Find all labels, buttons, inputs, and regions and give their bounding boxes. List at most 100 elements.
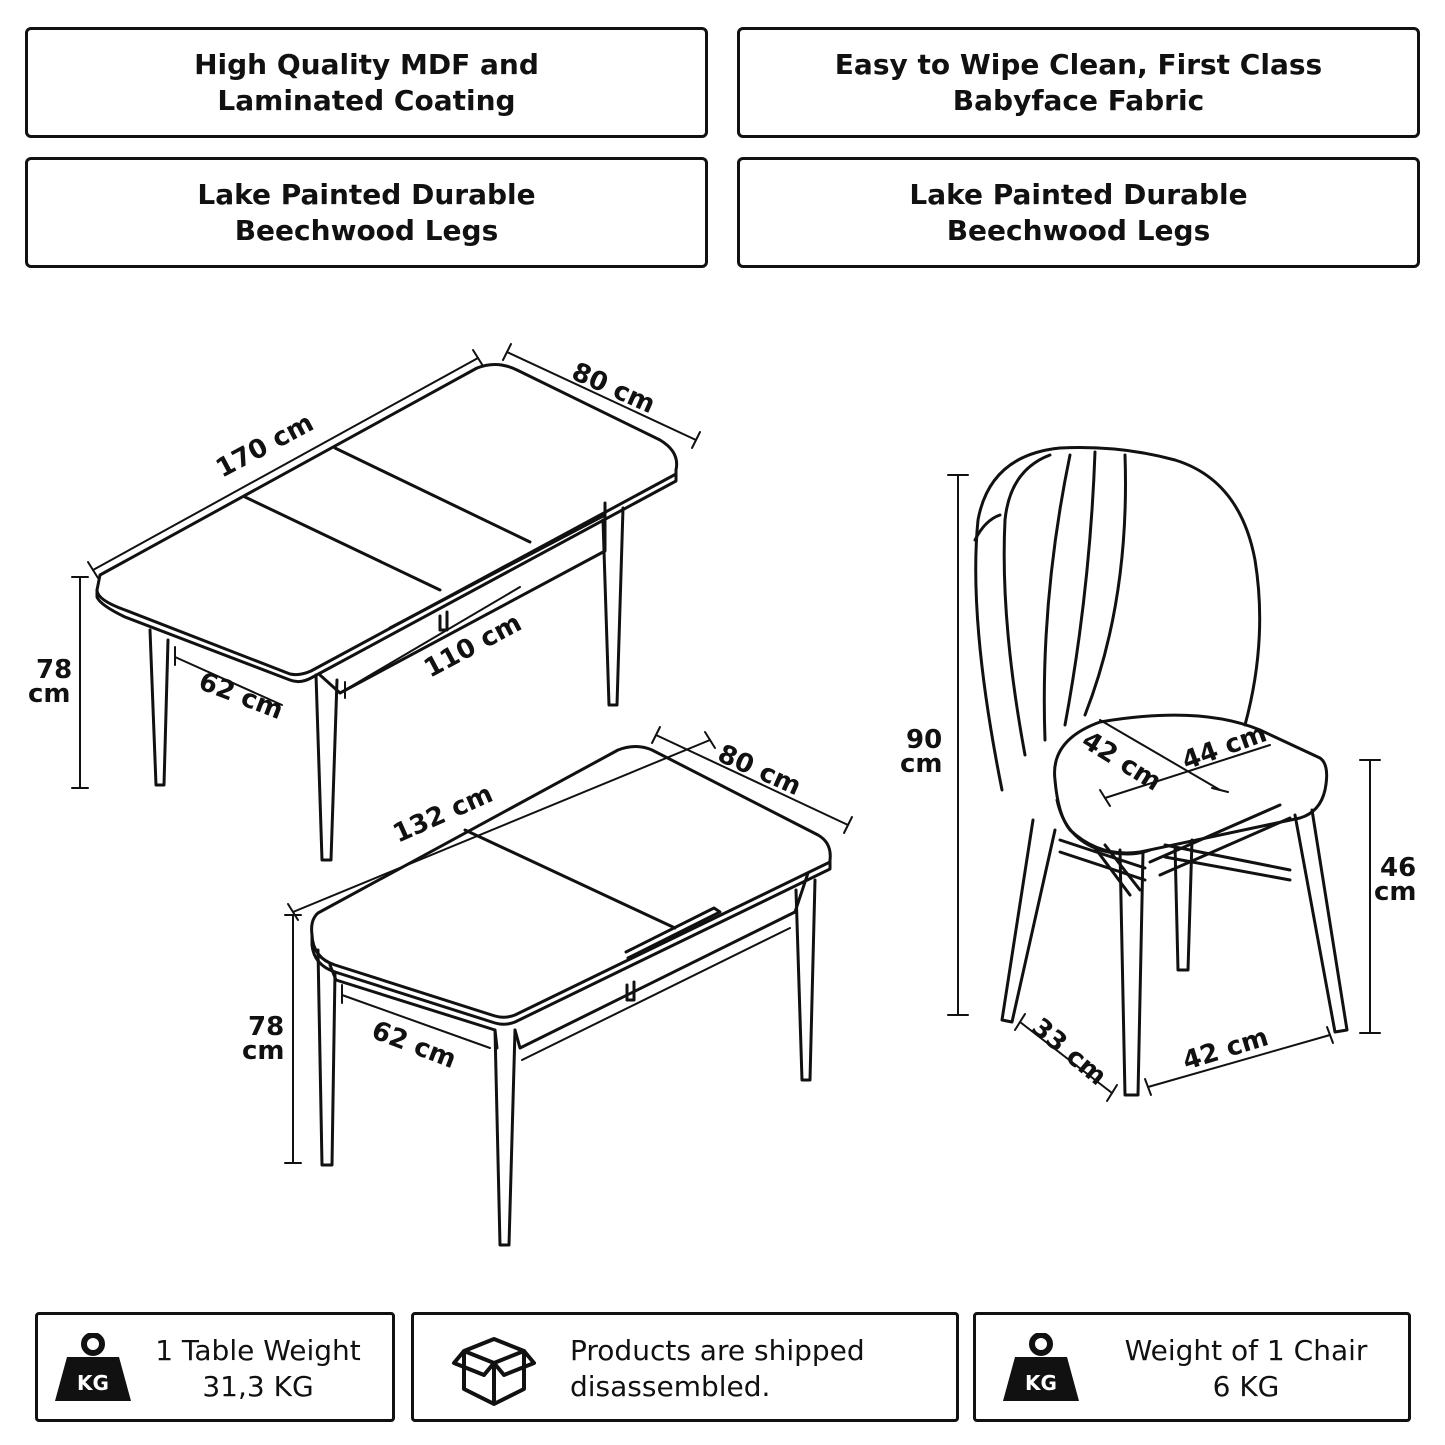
dim-tick [1106, 1084, 1118, 1102]
chair-leg-back-left [1173, 838, 1194, 972]
table-small-leg [493, 1028, 517, 1247]
dim-tick [1211, 787, 1229, 793]
table-small-height-unit: cm [242, 1036, 285, 1066]
chair-seat-height-unit: cm [1374, 877, 1417, 907]
dim-line [344, 586, 521, 691]
dim-tick [1099, 789, 1111, 807]
feature-line: High Quality MDF and [194, 47, 539, 81]
chair-height-label: 90 [906, 725, 942, 755]
feature-line: Babyface Fabric [952, 83, 1205, 117]
kg-badge: KG [1025, 1371, 1057, 1395]
dim-line [1147, 1034, 1331, 1088]
dim-tick [472, 349, 484, 367]
chair-leg-front-right [1118, 848, 1145, 1097]
feature-line: Beechwood Legs [234, 213, 499, 247]
dim-line [655, 734, 849, 826]
dim-tick [651, 726, 661, 744]
table-small-leg [625, 980, 636, 1002]
table-small-top [310, 745, 832, 1019]
dim-line [1099, 719, 1221, 791]
table-large-inner-length-label: 110 cm [419, 608, 527, 684]
info-box-chair-weight: KG Weight of 1 Chair 6 KG [973, 1312, 1411, 1422]
table-large-height-label: 78 [36, 655, 72, 685]
feature-text: Easy to Wipe Clean, First Class Babyface… [774, 47, 1383, 119]
table-large-inner-depth-label: 62 cm [194, 667, 287, 726]
feature-text: Lake Painted Durable Beechwood Legs [62, 177, 671, 249]
chair-dim-lines [947, 474, 1381, 1102]
chair-backrest-pleat [1042, 453, 1072, 742]
table-large-seam [243, 495, 442, 592]
chair-base-depth-label: 33 cm [1026, 1012, 1113, 1091]
shipping-text: Products are shipped disassembled. [554, 1333, 950, 1405]
info-box-table-weight: KG 1 Table Weight 31,3 KG [35, 1312, 395, 1422]
table-large-leg [438, 610, 449, 632]
feature-text: High Quality MDF and Laminated Coating [62, 47, 671, 119]
chair-stretcher [1093, 843, 1142, 897]
feature-box-legs-table: Lake Painted Durable Beechwood Legs [25, 157, 708, 268]
chair-leg-back-right [1293, 808, 1349, 1034]
dim-line [341, 994, 491, 1049]
dim-line [92, 357, 479, 571]
chair-backrest-pleat [1002, 453, 1052, 757]
product-dimension-diagram: 170 cm 80 cm 78 cm 62 cm 110 cm 132 cm 8… [28, 343, 1417, 1247]
dim-line [521, 927, 791, 1061]
chair-backrest-pleat [973, 513, 1002, 542]
table-small-leg [794, 878, 817, 1082]
chair-seat-width-label: 44 cm [1178, 718, 1271, 776]
feature-line: Laminated Coating [217, 83, 516, 117]
dim-tick [704, 731, 716, 749]
dim-tick [843, 816, 853, 834]
dimension-labels: 170 cm 80 cm 78 cm 62 cm 110 cm 132 cm 8… [28, 357, 1417, 1092]
table-small-drawing [284, 726, 853, 1247]
info-line: Products are shipped [570, 1334, 865, 1367]
table-small-seam [463, 828, 677, 930]
table-small-inner-depth-label: 62 cm [367, 1016, 460, 1075]
table-large-apron [388, 513, 607, 630]
table-large-height-unit: cm [28, 679, 71, 709]
info-line: 1 Table Weight [155, 1334, 361, 1367]
box-icon [452, 1337, 536, 1406]
feature-box-mdf: High Quality MDF and Laminated Coating [25, 27, 708, 138]
kg-weight-icon: KG [1003, 1333, 1079, 1401]
table-large-seam [333, 446, 532, 544]
chair-stretcher [1163, 843, 1292, 882]
table-large-apron [318, 501, 607, 695]
chair-seat-edge [1055, 798, 1152, 856]
table-weight-text: 1 Table Weight 31,3 KG [138, 1333, 378, 1405]
table-large-leg [148, 628, 170, 787]
table-small-edge [310, 858, 832, 1026]
chair-seat-height-label: 46 [1380, 853, 1416, 883]
chair-stretcher [1148, 803, 1292, 877]
chair-backrest-pleat [1063, 450, 1097, 727]
kg-weight-icon: KG [55, 1333, 131, 1401]
dim-line [174, 656, 283, 706]
info-line: 31,3 KG [202, 1370, 314, 1403]
dim-tick [1144, 1078, 1152, 1096]
info-box-shipping: Products are shipped disassembled. [411, 1312, 959, 1422]
feature-line: Lake Painted Durable [197, 177, 536, 211]
dim-tick [502, 343, 512, 361]
table-large-leg [314, 673, 339, 862]
chair-drawing [947, 446, 1381, 1102]
feature-line: Beechwood Legs [946, 213, 1211, 247]
dim-tick [1014, 1013, 1026, 1031]
table-small-dim-lines [284, 726, 853, 1164]
dim-line [506, 351, 697, 441]
table-small-width-label: 80 cm [713, 739, 805, 802]
feature-line: Easy to Wipe Clean, First Class [834, 47, 1323, 81]
chair-weight-text: Weight of 1 Chair 6 KG [1096, 1333, 1396, 1405]
chair-height-unit: cm [900, 749, 943, 779]
chair-stretcher [1058, 838, 1147, 882]
dim-line [1019, 1021, 1113, 1094]
dim-line [292, 739, 711, 913]
table-large-dim-lines [71, 343, 701, 789]
dim-tick [87, 561, 99, 579]
dim-tick [287, 903, 299, 921]
info-line: disassembled. [570, 1370, 771, 1403]
kg-badge: KG [77, 1371, 109, 1395]
chair-backrest [974, 446, 1262, 792]
table-large-leg [601, 506, 625, 707]
table-large-length-label: 170 cm [211, 408, 319, 484]
table-small-height-label: 78 [248, 1012, 284, 1042]
table-small-seam [624, 906, 722, 960]
